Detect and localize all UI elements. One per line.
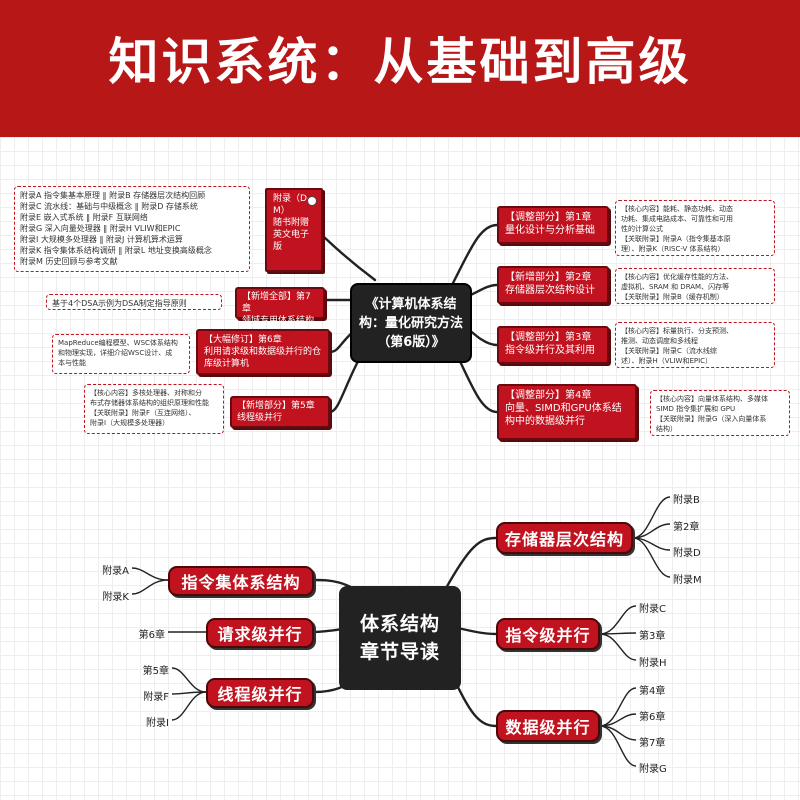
chapter-4-note: 【核心内容】向量体系结构、多媒体 SIMD 指令集扩展和 GPU 【关联附录】附…	[650, 390, 790, 436]
topic-isa: 指令集体系结构	[168, 566, 314, 596]
chapter-5-label: 【新增部分】第5章 线程级并行	[237, 401, 315, 423]
chapter-5-note: 【核心内容】多核处理器、对称和分 布式存储器体系结构的组织原理和性能 【关联附录…	[84, 384, 224, 434]
page-title: 知识系统：从基础到高级	[108, 33, 692, 91]
leaf-label: 附录G	[639, 764, 667, 775]
chapter-6-note: MapReduce编程模型、WSC体系结构 和物理实现，详细介绍WSC设计、成 …	[52, 334, 190, 374]
note-line: 布式存储器体系结构的组织原理和性能	[90, 399, 209, 407]
topic-instruction-parallel-label: 指令级并行	[505, 626, 591, 645]
note-line: 附录K 指令集体系结构调研 ‖ 附录L 地址变换高级概念	[20, 246, 212, 255]
note-line: 附录E 嵌入式系统 ‖ 附录F 互联网络	[20, 213, 148, 222]
note-line: 【核心内容】标量执行、分支预测、	[621, 327, 733, 335]
note-line: SIMD 指令集扩展和 GPU	[656, 405, 736, 413]
leaf-label: 附录M	[673, 575, 702, 586]
chapter-2-note: 【核心内容】优化缓存性能的方法、 虚拟机、SRAM 和 DRAM、闪存等 【关联…	[615, 268, 775, 304]
chapter-2-node: 【新增部分】第2章 存储器层次结构设计	[497, 266, 609, 304]
note-line: 附录I（大规模多处理器）	[90, 419, 170, 427]
topic-isa-label: 指令集体系结构	[181, 573, 301, 592]
leaf-label: 第7章	[639, 738, 666, 749]
note-line: 述）、附录H（VLIW和EPIC）	[621, 357, 713, 365]
chapter-1-node: 【调整部分】第1章 量化设计与分析基础	[497, 206, 609, 244]
topic-memory-hierarchy-label: 存储器层次结构	[504, 530, 624, 549]
note-line: 【核心内容】多核处理器、对称和分	[90, 389, 202, 397]
note-line: 【核心内容】能耗、静态功耗、动态	[621, 205, 733, 213]
topic-memory-hierarchy: 存储器层次结构	[496, 522, 633, 554]
leaf-label: 第6章	[138, 630, 165, 641]
note-line: 性的计算公式	[621, 225, 663, 233]
leaf-label: 附录I	[146, 718, 169, 729]
chapter-3-label: 【调整部分】第3章 指令级并行及其利用	[505, 332, 595, 356]
note-line: 【关联附录】附录C（流水线综	[621, 347, 717, 355]
chapter-6-label: 【大幅修订】第6章 利用请求级和数据级并行的仓库级计算机	[204, 335, 322, 369]
topic-request-parallel: 请求级并行	[206, 618, 314, 648]
leaf-label: 第3章	[639, 631, 666, 642]
note-line: 理）、附录K（RISC-V 体系结构）	[621, 245, 725, 253]
appendix-pin-icon	[307, 196, 317, 206]
note-line: 附录G 深入向量处理器 ‖ 附录H VLIW和EPIC	[20, 224, 181, 233]
note-line: 虚拟机、SRAM 和 DRAM、闪存等	[621, 283, 730, 291]
topic-instruction-parallel: 指令级并行	[496, 618, 600, 650]
note-line: 基于4个DSA示例为DSA制定指导原则	[52, 299, 187, 308]
leaf-label: 附录A	[102, 566, 129, 577]
topic-data-parallel-label: 数据级并行	[505, 718, 591, 737]
chapter-7-note: 基于4个DSA示例为DSA制定指导原则	[46, 294, 222, 310]
note-line: 【关联附录】附录B（缓存机制）	[621, 293, 724, 301]
book-title-node: 《计算机体系结构：量化研究方法（第6版）》	[350, 283, 472, 363]
leaf-label: 附录K	[102, 592, 129, 603]
note-line: 【核心内容】向量体系结构、多媒体	[656, 395, 768, 403]
chapter-7-node: 【新增全部】第7章 领域专用体系结构	[235, 287, 325, 326]
leaf-label: 附录C	[639, 604, 666, 615]
note-line: 【关联附录】附录A（指令集基本原	[621, 235, 731, 243]
note-line: 【核心内容】优化缓存性能的方法、	[621, 273, 733, 281]
title-banner: 知识系统：从基础到高级	[0, 0, 800, 137]
appendix-box-label: 附录（D-M） 随书附赠 英文电子版	[273, 194, 311, 252]
note-line: 附录C 流水线：基础与中级概念 ‖ 附录D 存储系统	[20, 202, 198, 211]
note-line: 【关联附录】附录G（深入向量体系	[656, 415, 767, 423]
chapter-2-label: 【新增部分】第2章 存储器层次结构设计	[505, 272, 595, 296]
chapter-4-label: 【调整部分】第4章 向量、SIMD和GPU体系结构中的数据级并行	[505, 390, 622, 427]
note-line: 【关联附录】附录F（互连网络）、	[90, 409, 196, 417]
leaf-label: 第4章	[639, 686, 666, 697]
note-line: 和物理实现，详细介绍WSC设计、成	[58, 349, 173, 357]
note-line: 功耗、集成电路成本、可靠性和可用	[621, 215, 733, 223]
chapter-3-note: 【核心内容】标量执行、分支预测、 推测、动态调度和多线程 【关联附录】附录C（流…	[615, 322, 775, 368]
chapter-6-node: 【大幅修订】第6章 利用请求级和数据级并行的仓库级计算机	[196, 329, 330, 375]
chapter-4-node: 【调整部分】第4章 向量、SIMD和GPU体系结构中的数据级并行	[497, 384, 637, 440]
leaf-label: 附录D	[673, 548, 701, 559]
chapter-1-note: 【核心内容】能耗、静态功耗、动态 功耗、集成电路成本、可靠性和可用 性的计算公式…	[615, 200, 775, 256]
topic-request-parallel-label: 请求级并行	[217, 625, 303, 644]
chapter-1-label: 【调整部分】第1章 量化设计与分析基础	[505, 212, 595, 236]
appendix-note: 附录A 指令集基本原理 ‖ 附录B 存储器层次结构回顾 附录C 流水线：基础与中…	[14, 186, 250, 272]
note-line: MapReduce编程模型、WSC体系结构	[58, 339, 178, 347]
leaf-label: 第2章	[673, 522, 700, 533]
topic-thread-parallel: 线程级并行	[206, 678, 314, 708]
note-line: 本与性能	[58, 359, 86, 367]
chapter-3-node: 【调整部分】第3章 指令级并行及其利用	[497, 326, 609, 364]
note-line: 推测、动态调度和多线程	[621, 337, 698, 345]
leaf-label: 第6章	[639, 712, 666, 723]
guide-center-text: 体系结构 章节导读	[359, 613, 440, 663]
note-line: 附录I 大规模多处理器 ‖ 附录J 计算机算术运算	[20, 235, 183, 244]
topic-thread-parallel-label: 线程级并行	[217, 685, 303, 704]
note-line: 附录M 历史回顾与参考文献	[20, 257, 118, 266]
leaf-label: 附录H	[639, 658, 667, 669]
leaf-label: 第5章	[142, 666, 169, 677]
topic-data-parallel: 数据级并行	[496, 710, 600, 742]
leaf-label: 附录F	[143, 692, 169, 703]
guide-center-node: 体系结构 章节导读	[339, 586, 461, 690]
book-title-text: 《计算机体系结构：量化研究方法（第6版）》	[358, 296, 463, 350]
note-line: 结构）	[656, 425, 677, 433]
note-line: 附录A 指令集基本原理 ‖ 附录B 存储器层次结构回顾	[20, 191, 206, 200]
leaf-label: 附录B	[673, 495, 700, 506]
chapter-5-node: 【新增部分】第5章 线程级并行	[230, 396, 330, 428]
chapter-7-label: 【新增全部】第7章 领域专用体系结构	[242, 292, 315, 326]
